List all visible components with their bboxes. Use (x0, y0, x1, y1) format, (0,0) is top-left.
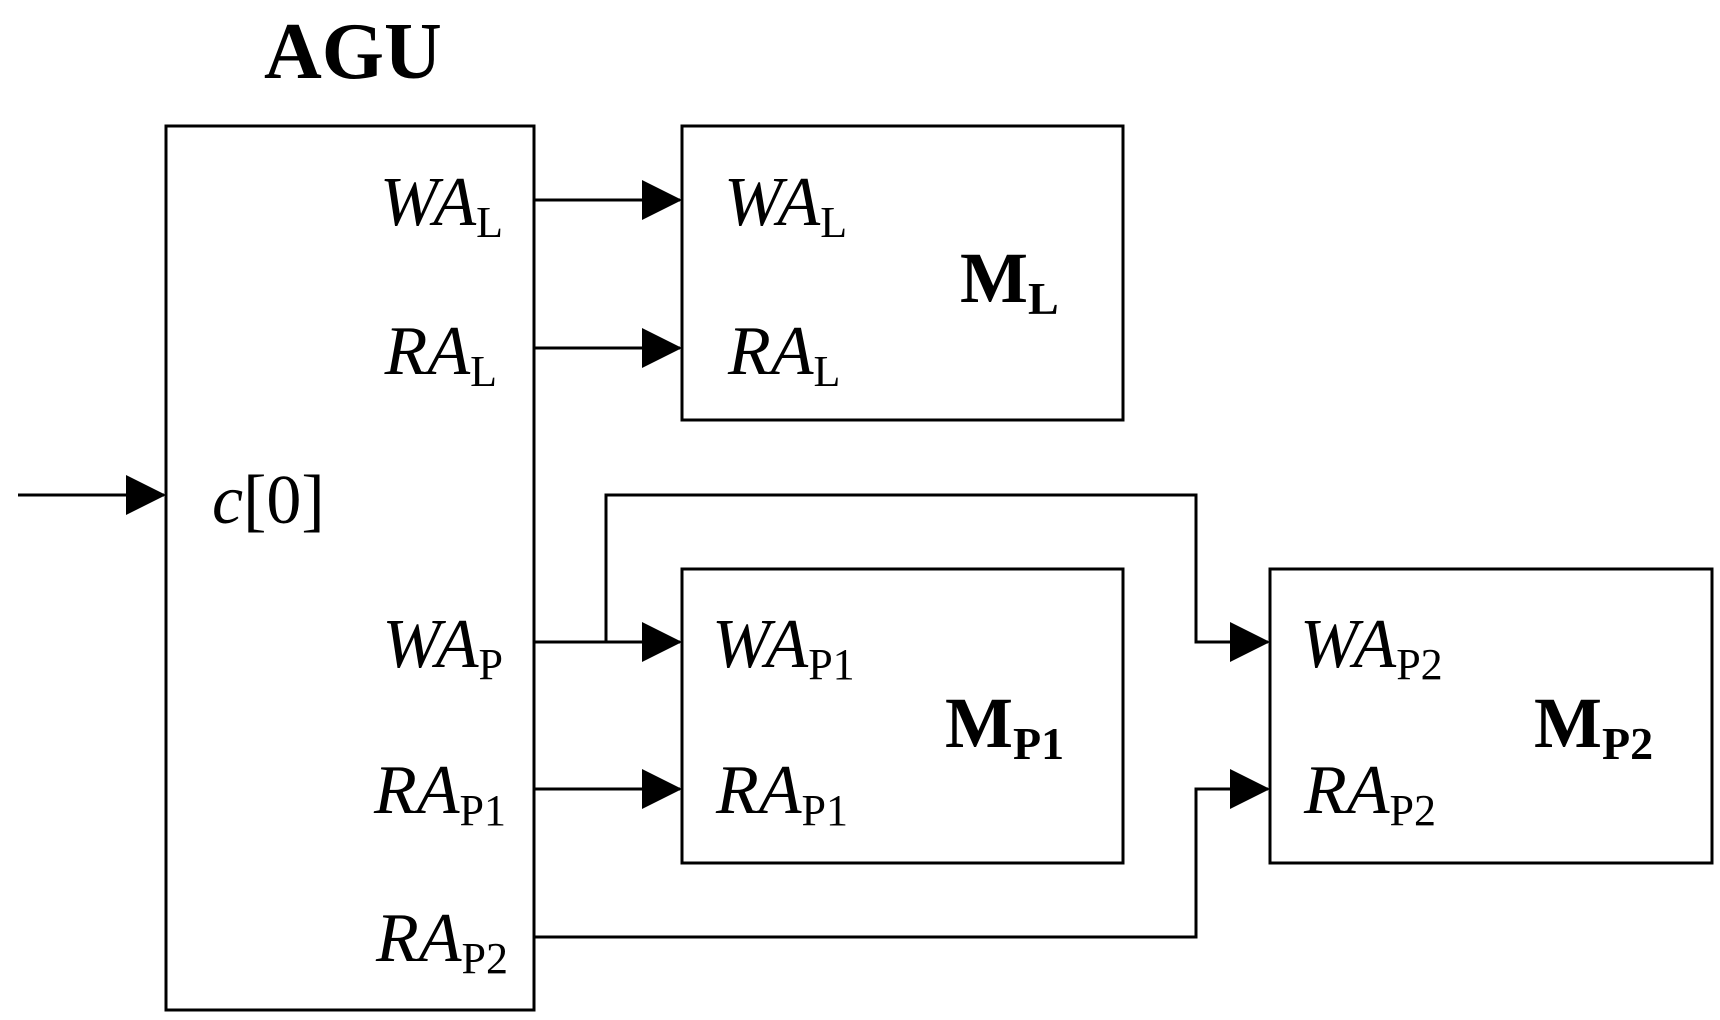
mp2-port-ra: RAP2 (1303, 752, 1436, 835)
mp1-port-ra: RAP1 (715, 752, 848, 835)
agu-port-ra-l: RAL (384, 313, 497, 396)
agu-title: AGU (264, 8, 442, 96)
ml-port-wa: WAL (724, 164, 847, 247)
agu-port-wa-p: WAP (382, 606, 503, 689)
mp2-port-wa: WAP2 (1300, 606, 1443, 689)
agu-port-c0: c[0] (212, 462, 325, 539)
mp1-port-wa: WAP1 (712, 606, 855, 689)
mp2-name: MP2 (1534, 683, 1653, 769)
agu-port-ra-p1: RAP1 (373, 752, 506, 835)
mp2-block (1268, 567, 1714, 865)
ml-name: ML (960, 238, 1059, 324)
ml-block (680, 124, 1125, 422)
ra-p2-arrow (534, 769, 1270, 939)
agu-port-ra-p2: RAP2 (375, 900, 508, 983)
ml-port-ra: RAL (727, 313, 840, 396)
mp1-name: MP1 (945, 683, 1064, 769)
agu-block (164, 124, 536, 1012)
agu-port-wa-l: WAL (380, 164, 503, 247)
mp1-block (680, 567, 1125, 865)
wa-p-to-mp2-arrow (604, 493, 1270, 662)
